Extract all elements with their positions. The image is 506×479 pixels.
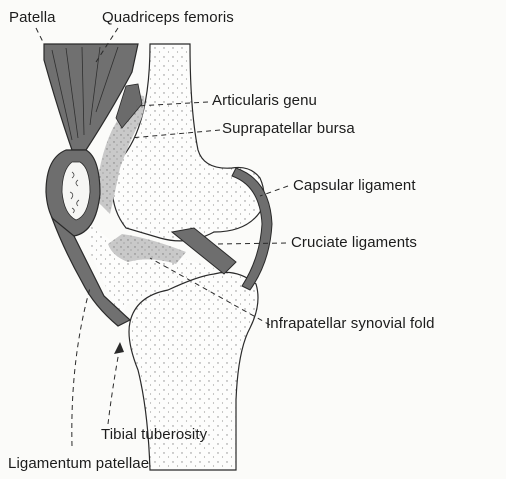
label-suprapatellar-bursa: Suprapatellar bursa <box>222 120 355 137</box>
arrowheads <box>114 342 124 354</box>
label-patella: Patella <box>9 9 56 26</box>
leader-ligamentum-patellae <box>72 288 90 446</box>
leader-tibial-tuberosity <box>108 346 120 424</box>
label-ligamentum-patellae: Ligamentum patellae <box>8 455 149 472</box>
leader-patella <box>36 28 44 44</box>
label-articularis-genu: Articularis genu <box>212 92 317 109</box>
label-infrapatellar-synovial-fold: Infrapatellar synovial fold <box>266 315 435 332</box>
femur-bone <box>113 44 264 241</box>
leader-cruciate-ligaments <box>214 243 286 244</box>
label-capsular-ligament: Capsular ligament <box>293 177 416 194</box>
arrowhead-tibial-tuberosity <box>114 342 124 354</box>
label-tibial-tuberosity: Tibial tuberosity <box>101 426 207 443</box>
label-quadriceps-femoris: Quadriceps femoris <box>102 9 234 26</box>
label-cruciate-ligaments: Cruciate ligaments <box>291 234 417 251</box>
